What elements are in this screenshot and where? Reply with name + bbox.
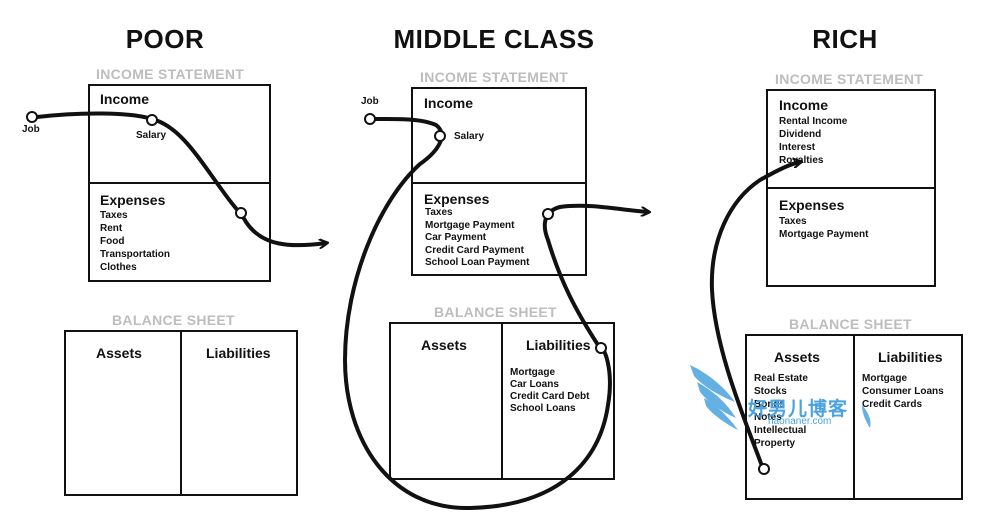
middle-title: MIDDLE CLASS: [393, 24, 595, 54]
rich-income-list: Rental Income Dividend Interest Royaltie…: [779, 115, 847, 167]
poor-income-box: Income Salary: [88, 84, 271, 184]
list-item: Property: [754, 438, 796, 449]
middle-job-label: Job: [361, 96, 379, 107]
middle-assets-box: Assets: [389, 322, 503, 480]
list-item: Credit Card Debt: [510, 391, 590, 402]
middle-assets-heading: Assets: [421, 337, 467, 353]
middle-income-statement-label: INCOME STATEMENT: [420, 69, 569, 85]
watermark-subtext: haonaner.com: [768, 416, 832, 427]
rich-liabilities-list: Mortgage Consumer Loans Credit Cards: [862, 372, 944, 411]
middle-expenses-heading: Expenses: [424, 191, 490, 207]
list-item: Credit Card Payment: [425, 244, 524, 256]
list-item: Mortgage: [510, 367, 555, 378]
list-item: Interest: [779, 142, 816, 153]
middle-liabilities-list: Mortgage Car Loans Credit Card Debt Scho…: [510, 367, 589, 415]
list-item: Consumer Loans: [862, 386, 944, 397]
rich-assets-heading: Assets: [774, 349, 820, 365]
list-item: Taxes: [100, 210, 128, 221]
list-item: Royalties: [779, 155, 824, 166]
poor-liabilities-box: Liabilities: [180, 330, 298, 496]
rich-expenses-list: Taxes Mortgage Payment: [779, 215, 868, 241]
rich-income-box: Income Rental Income Dividend Interest R…: [766, 89, 936, 189]
poor-expenses-box: Expenses Taxes Rent Food Transportation …: [88, 182, 271, 282]
middle-income-heading: Income: [424, 95, 474, 111]
list-item: Transportation: [100, 249, 171, 260]
list-item: Credit Cards: [862, 399, 923, 410]
poor-title: POOR: [125, 24, 205, 54]
list-item: Mortgage: [862, 373, 907, 384]
list-item: School Loan Payment: [425, 257, 530, 268]
poor-income-heading: Income: [100, 91, 150, 107]
list-item: Taxes: [425, 207, 453, 218]
list-item: Mortgage Payment: [425, 219, 515, 231]
poor-assets-box: Assets: [64, 330, 182, 496]
rich-income-statement-label: INCOME STATEMENT: [775, 71, 924, 87]
middle-liabilities-box: Liabilities Mortgage Car Loans Credit Ca…: [501, 322, 615, 480]
middle-expenses-box: Expenses Taxes Mortgage Payment Car Paym…: [411, 182, 587, 276]
list-item: Taxes: [779, 216, 807, 227]
rich-liabilities-heading: Liabilities: [878, 349, 943, 365]
poor-balance-sheet-label: BALANCE SHEET: [112, 312, 235, 328]
poor-job-label: Job: [22, 124, 40, 135]
list-item: Rent: [100, 223, 123, 234]
poor-liabilities-heading: Liabilities: [206, 345, 271, 361]
middle-balance-sheet-label: BALANCE SHEET: [434, 304, 557, 320]
poor-assets-heading: Assets: [96, 345, 142, 361]
middle-salary-label: Salary: [454, 131, 485, 142]
list-item: Mortgage Payment: [779, 229, 869, 240]
list-item: School Loans: [510, 403, 576, 414]
rich-liabilities-box: Liabilities Mortgage Consumer Loans Cred…: [853, 334, 963, 500]
middle-income-box: Income Salary: [411, 87, 587, 184]
list-item: Dividend: [779, 129, 822, 140]
list-item: Car Payment: [425, 232, 487, 243]
middle-liabilities-heading: Liabilities: [526, 337, 591, 353]
poor-expenses-list: Taxes Rent Food Transportation Clothes: [100, 209, 170, 274]
rich-balance-sheet-label: BALANCE SHEET: [789, 316, 912, 332]
list-item: Rental Income: [779, 116, 848, 127]
list-item: Real Estate: [754, 373, 808, 384]
rich-expenses-heading: Expenses: [779, 197, 845, 213]
middle-expenses-list: Taxes Mortgage Payment Car Payment Credi…: [425, 207, 529, 270]
rich-title: RICH: [812, 24, 878, 54]
watermark-text: 好男儿博客: [748, 399, 849, 420]
middle-job-node: [364, 113, 376, 125]
poor-salary-label: Salary: [136, 130, 167, 141]
poor-income-statement-label: INCOME STATEMENT: [96, 66, 245, 82]
list-item: Food: [100, 236, 125, 247]
list-item: Car Loans: [510, 379, 559, 390]
rich-income-heading: Income: [779, 97, 829, 113]
poor-job-node: [26, 111, 38, 123]
rich-expenses-box: Expenses Taxes Mortgage Payment: [766, 187, 936, 287]
poor-expenses-heading: Expenses: [100, 192, 166, 208]
list-item: Clothes: [100, 262, 137, 273]
